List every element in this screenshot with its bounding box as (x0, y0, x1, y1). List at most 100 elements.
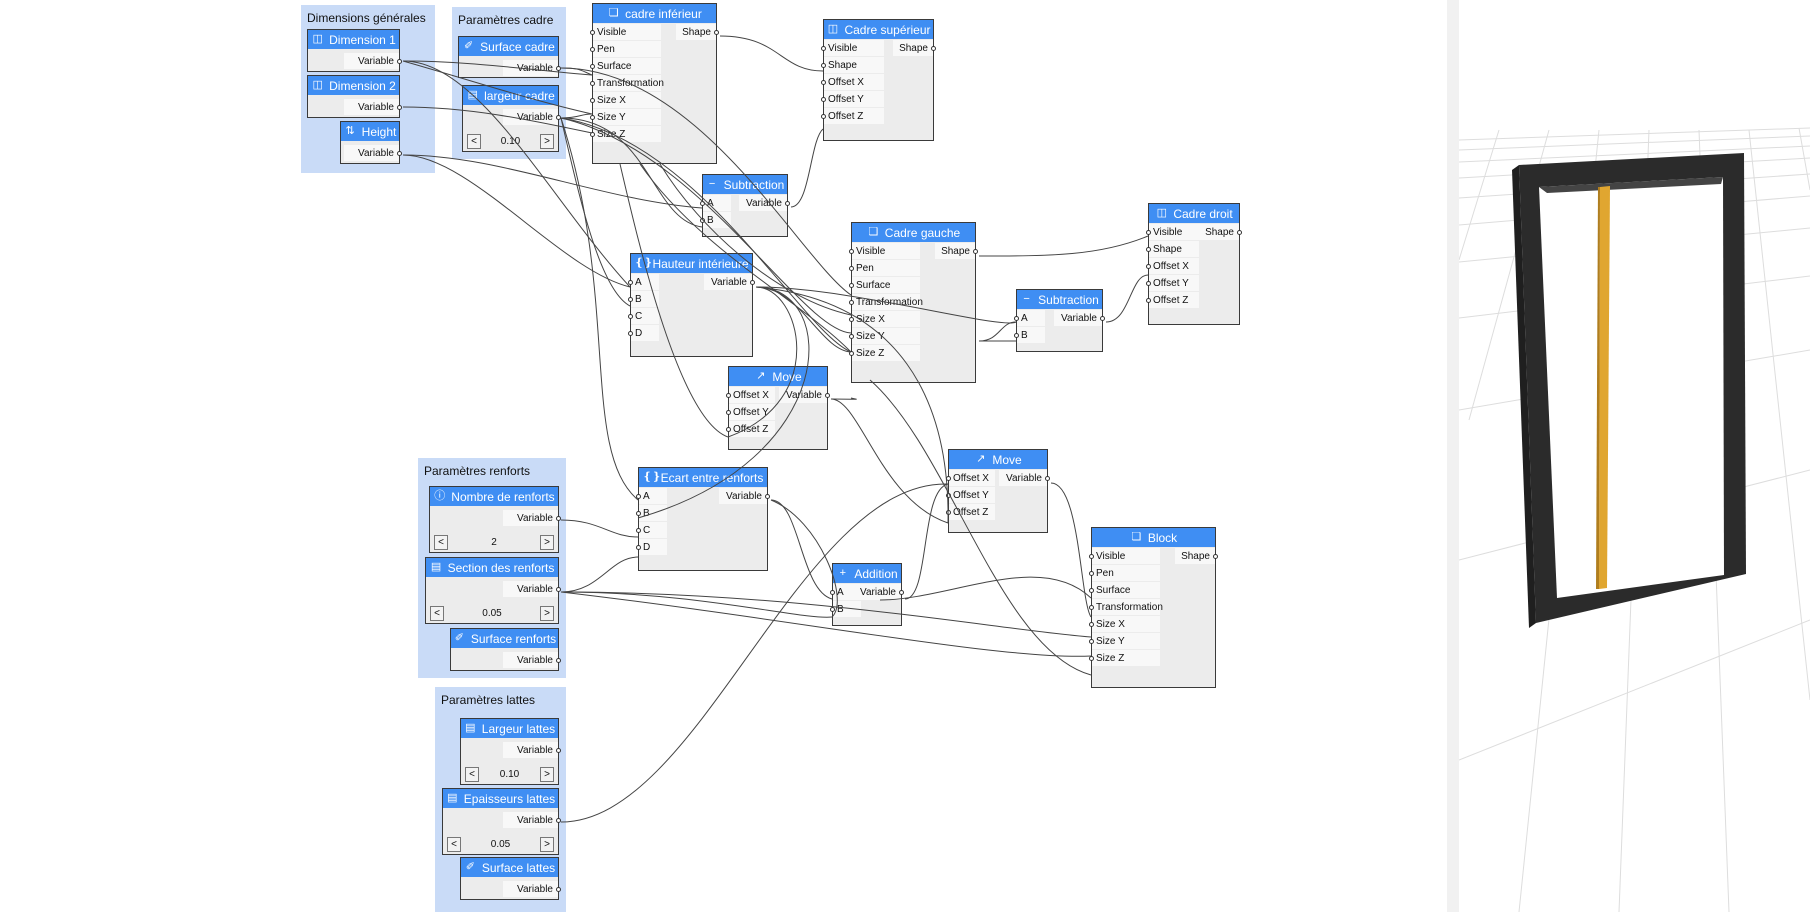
output-port-variable[interactable]: Variable (503, 510, 558, 526)
output-port-dot[interactable] (825, 393, 830, 398)
node-header[interactable]: ❏Cadre gauche (852, 223, 975, 242)
input-port-dot[interactable] (1089, 622, 1094, 627)
input-port-b[interactable]: B (1017, 327, 1045, 343)
input-port-visible[interactable]: Visible (593, 24, 661, 40)
input-port-dot[interactable] (636, 528, 641, 533)
input-port-offset-x[interactable]: Offset X (729, 387, 775, 403)
output-port-variable[interactable]: Variable (1054, 310, 1102, 326)
input-port-dot[interactable] (849, 334, 854, 339)
output-port-variable[interactable]: Variable (503, 60, 558, 76)
input-port-pen[interactable]: Pen (852, 260, 920, 276)
input-port-visible[interactable]: Visible (1092, 548, 1160, 564)
node-surface-lattes[interactable]: ✐Surface lattes Variable (460, 857, 561, 900)
input-port-visible[interactable]: Visible (824, 40, 884, 56)
input-port-offset-z[interactable]: Offset Z (949, 504, 995, 520)
input-port-dot[interactable] (821, 46, 826, 51)
input-port-dot[interactable] (1014, 333, 1019, 338)
output-port-dot[interactable] (556, 516, 561, 521)
output-port-dot[interactable] (556, 66, 561, 71)
output-port-dot[interactable] (397, 151, 402, 156)
decrement-button[interactable]: < (434, 534, 448, 550)
increment-button[interactable]: > (540, 534, 554, 550)
increment-button[interactable]: > (540, 836, 554, 852)
input-port-dot[interactable] (849, 300, 854, 305)
input-port-dot[interactable] (636, 511, 641, 516)
node-header[interactable]: ❏cadre inférieur (593, 4, 716, 23)
output-port-dot[interactable] (785, 201, 790, 206)
input-port-size-y[interactable]: Size Y (852, 328, 920, 344)
node-epaisseurs-lattes[interactable]: ▤Epaisseurs lattes Variable < 0.05 > (442, 788, 561, 855)
output-port-dot[interactable] (556, 887, 561, 892)
input-port-transformation[interactable]: Transformation (852, 294, 923, 310)
decrement-button[interactable]: < (467, 133, 481, 149)
input-port-size-z[interactable]: Size Z (1092, 650, 1160, 666)
value-stepper[interactable]: < 0.05 > (430, 604, 554, 622)
input-port-size-x[interactable]: Size X (593, 92, 661, 108)
value-stepper[interactable]: < 2 > (434, 533, 554, 551)
input-port-offset-x[interactable]: Offset X (1149, 258, 1199, 274)
output-port-variable[interactable]: Variable (719, 488, 767, 504)
input-port-dot[interactable] (1146, 281, 1151, 286)
input-port-offset-y[interactable]: Offset Y (1149, 275, 1199, 291)
output-port-dot[interactable] (750, 280, 755, 285)
node-header[interactable]: ↗Move (729, 367, 827, 386)
input-port-dot[interactable] (636, 545, 641, 550)
input-port-dot[interactable] (590, 64, 595, 69)
input-port-b[interactable]: B (631, 291, 659, 307)
node-header[interactable]: ▤largeur cadre (463, 86, 558, 105)
output-port-variable[interactable]: Variable (704, 274, 752, 290)
output-port-variable[interactable]: Variable (503, 742, 558, 758)
input-port-visible[interactable]: Visible (1149, 224, 1199, 240)
output-port-dot[interactable] (1100, 316, 1105, 321)
input-port-dot[interactable] (628, 331, 633, 336)
node-graph-canvas[interactable]: Dimensions générales Paramètres cadre Pa… (0, 0, 1447, 912)
output-port-shape[interactable]: Shape (1175, 548, 1215, 564)
input-port-b[interactable]: B (703, 212, 731, 228)
input-port-dot[interactable] (849, 317, 854, 322)
value-stepper[interactable]: < 0.10 > (467, 132, 554, 150)
input-port-size-y[interactable]: Size Y (1092, 633, 1160, 649)
output-port-variable[interactable]: Variable (999, 470, 1047, 486)
output-port-dot[interactable] (556, 115, 561, 120)
output-port-variable[interactable]: Variable (853, 584, 901, 600)
input-port-dot[interactable] (1089, 554, 1094, 559)
node-height[interactable]: ⇅Height Variable (340, 121, 402, 164)
input-port-dot[interactable] (821, 80, 826, 85)
input-port-a[interactable]: A (703, 195, 731, 211)
input-port-dot[interactable] (849, 249, 854, 254)
input-port-offset-y[interactable]: Offset Y (824, 91, 884, 107)
output-port-dot[interactable] (973, 249, 978, 254)
input-port-dot[interactable] (946, 476, 951, 481)
input-port-dot[interactable] (946, 493, 951, 498)
3d-viewport[interactable] (1459, 0, 1810, 912)
value-stepper[interactable]: < 0.10 > (465, 765, 554, 783)
node-header[interactable]: ↗Move (949, 450, 1047, 469)
increment-button[interactable]: > (540, 133, 554, 149)
input-port-dot[interactable] (590, 47, 595, 52)
input-port-dot[interactable] (590, 132, 595, 137)
value-stepper[interactable]: < 0.05 > (447, 835, 554, 853)
input-port-dot[interactable] (590, 115, 595, 120)
input-port-offset-x[interactable]: Offset X (824, 74, 884, 90)
input-port-dot[interactable] (830, 590, 835, 595)
output-port-shape[interactable]: Shape (1199, 224, 1239, 240)
node-header[interactable]: −Subtraction (1017, 290, 1102, 309)
input-port-size-x[interactable]: Size X (1092, 616, 1160, 632)
input-port-dot[interactable] (849, 351, 854, 356)
output-port-dot[interactable] (931, 46, 936, 51)
input-port-dot[interactable] (849, 266, 854, 271)
input-port-dot[interactable] (1089, 639, 1094, 644)
output-port-variable[interactable]: Variable (503, 812, 558, 828)
input-port-surface[interactable]: Surface (593, 58, 661, 74)
input-port-c[interactable]: C (631, 308, 659, 324)
node-section-des-renforts[interactable]: ▤Section des renforts Variable < 0.05 > (425, 557, 561, 624)
input-port-dot[interactable] (1089, 605, 1094, 610)
input-port-shape[interactable]: Shape (824, 57, 884, 73)
input-port-size-x[interactable]: Size X (852, 311, 920, 327)
output-port-variable[interactable]: Variable (503, 581, 558, 597)
